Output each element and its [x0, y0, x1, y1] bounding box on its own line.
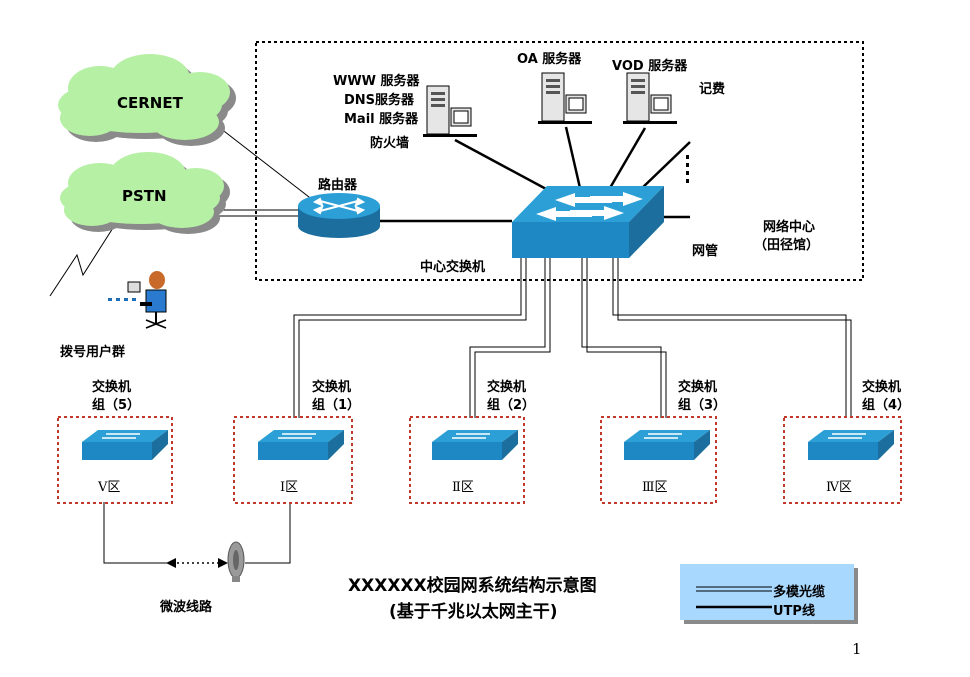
zone-5-label: Ⅴ区	[98, 480, 121, 495]
diagram-title: XXXXXX校园网系统结构示意图	[348, 576, 597, 596]
management-label: 网管	[692, 244, 719, 259]
billing-label: 记费	[699, 82, 726, 97]
group-1-title: 交换机	[312, 380, 352, 395]
router-label: 路由器	[318, 178, 358, 193]
network-center-sublabel: （田径馆）	[754, 238, 820, 253]
group-2-title: 交换机	[487, 380, 527, 395]
zone-3-label: Ⅲ区	[642, 480, 668, 495]
zone-2-label: Ⅱ区	[452, 480, 474, 495]
pstn-label: PSTN	[122, 187, 167, 205]
group-5-title: 交换机	[92, 380, 132, 395]
legend: 多模光缆 UTP线	[680, 564, 854, 620]
group-3-subtitle: 组（3）	[678, 398, 727, 413]
group-4-title: 交换机	[862, 380, 902, 395]
vod-server-label: VOD 服务器	[612, 59, 688, 74]
oa-server-label: OA 服务器	[517, 52, 582, 67]
www-server-label: WWW 服务器	[333, 74, 420, 89]
group-5-subtitle: 组（5）	[92, 398, 141, 413]
dialup-label: 拨号用户群	[60, 345, 126, 360]
legend-line-samples	[696, 586, 772, 609]
group-box-4	[783, 416, 902, 504]
zone-4-label: Ⅳ区	[826, 480, 852, 495]
core-switch-label: 中心交换机	[420, 260, 486, 275]
group-3-title: 交换机	[678, 380, 718, 395]
group-box-2	[409, 416, 525, 504]
page-number: 1	[852, 640, 862, 658]
cernet-cloud	[58, 54, 236, 146]
mail-server-label: Mail 服务器	[344, 112, 419, 127]
diagram-subtitle: (基于千兆以太网主干)	[389, 602, 558, 622]
legend-utp: UTP线	[773, 604, 815, 619]
group-box-3	[600, 416, 717, 504]
zone-1-label: Ⅰ区	[280, 480, 299, 495]
group-box-5	[57, 416, 173, 504]
group-1-subtitle: 组（1）	[312, 398, 361, 413]
legend-multimode: 多模光缆	[773, 585, 826, 600]
firewall-label: 防火墙	[370, 136, 410, 151]
dns-server-label: DNS服务器	[344, 93, 415, 108]
network-center-label: 网络中心	[763, 220, 816, 235]
pstn-cloud	[60, 152, 230, 234]
cernet-label: CERNET	[117, 94, 183, 112]
group-2-subtitle: 组（2）	[487, 398, 536, 413]
network-center-boundary	[255, 41, 864, 281]
group-4-subtitle: 组（4）	[862, 398, 911, 413]
microwave-label: 微波线路	[160, 600, 213, 615]
